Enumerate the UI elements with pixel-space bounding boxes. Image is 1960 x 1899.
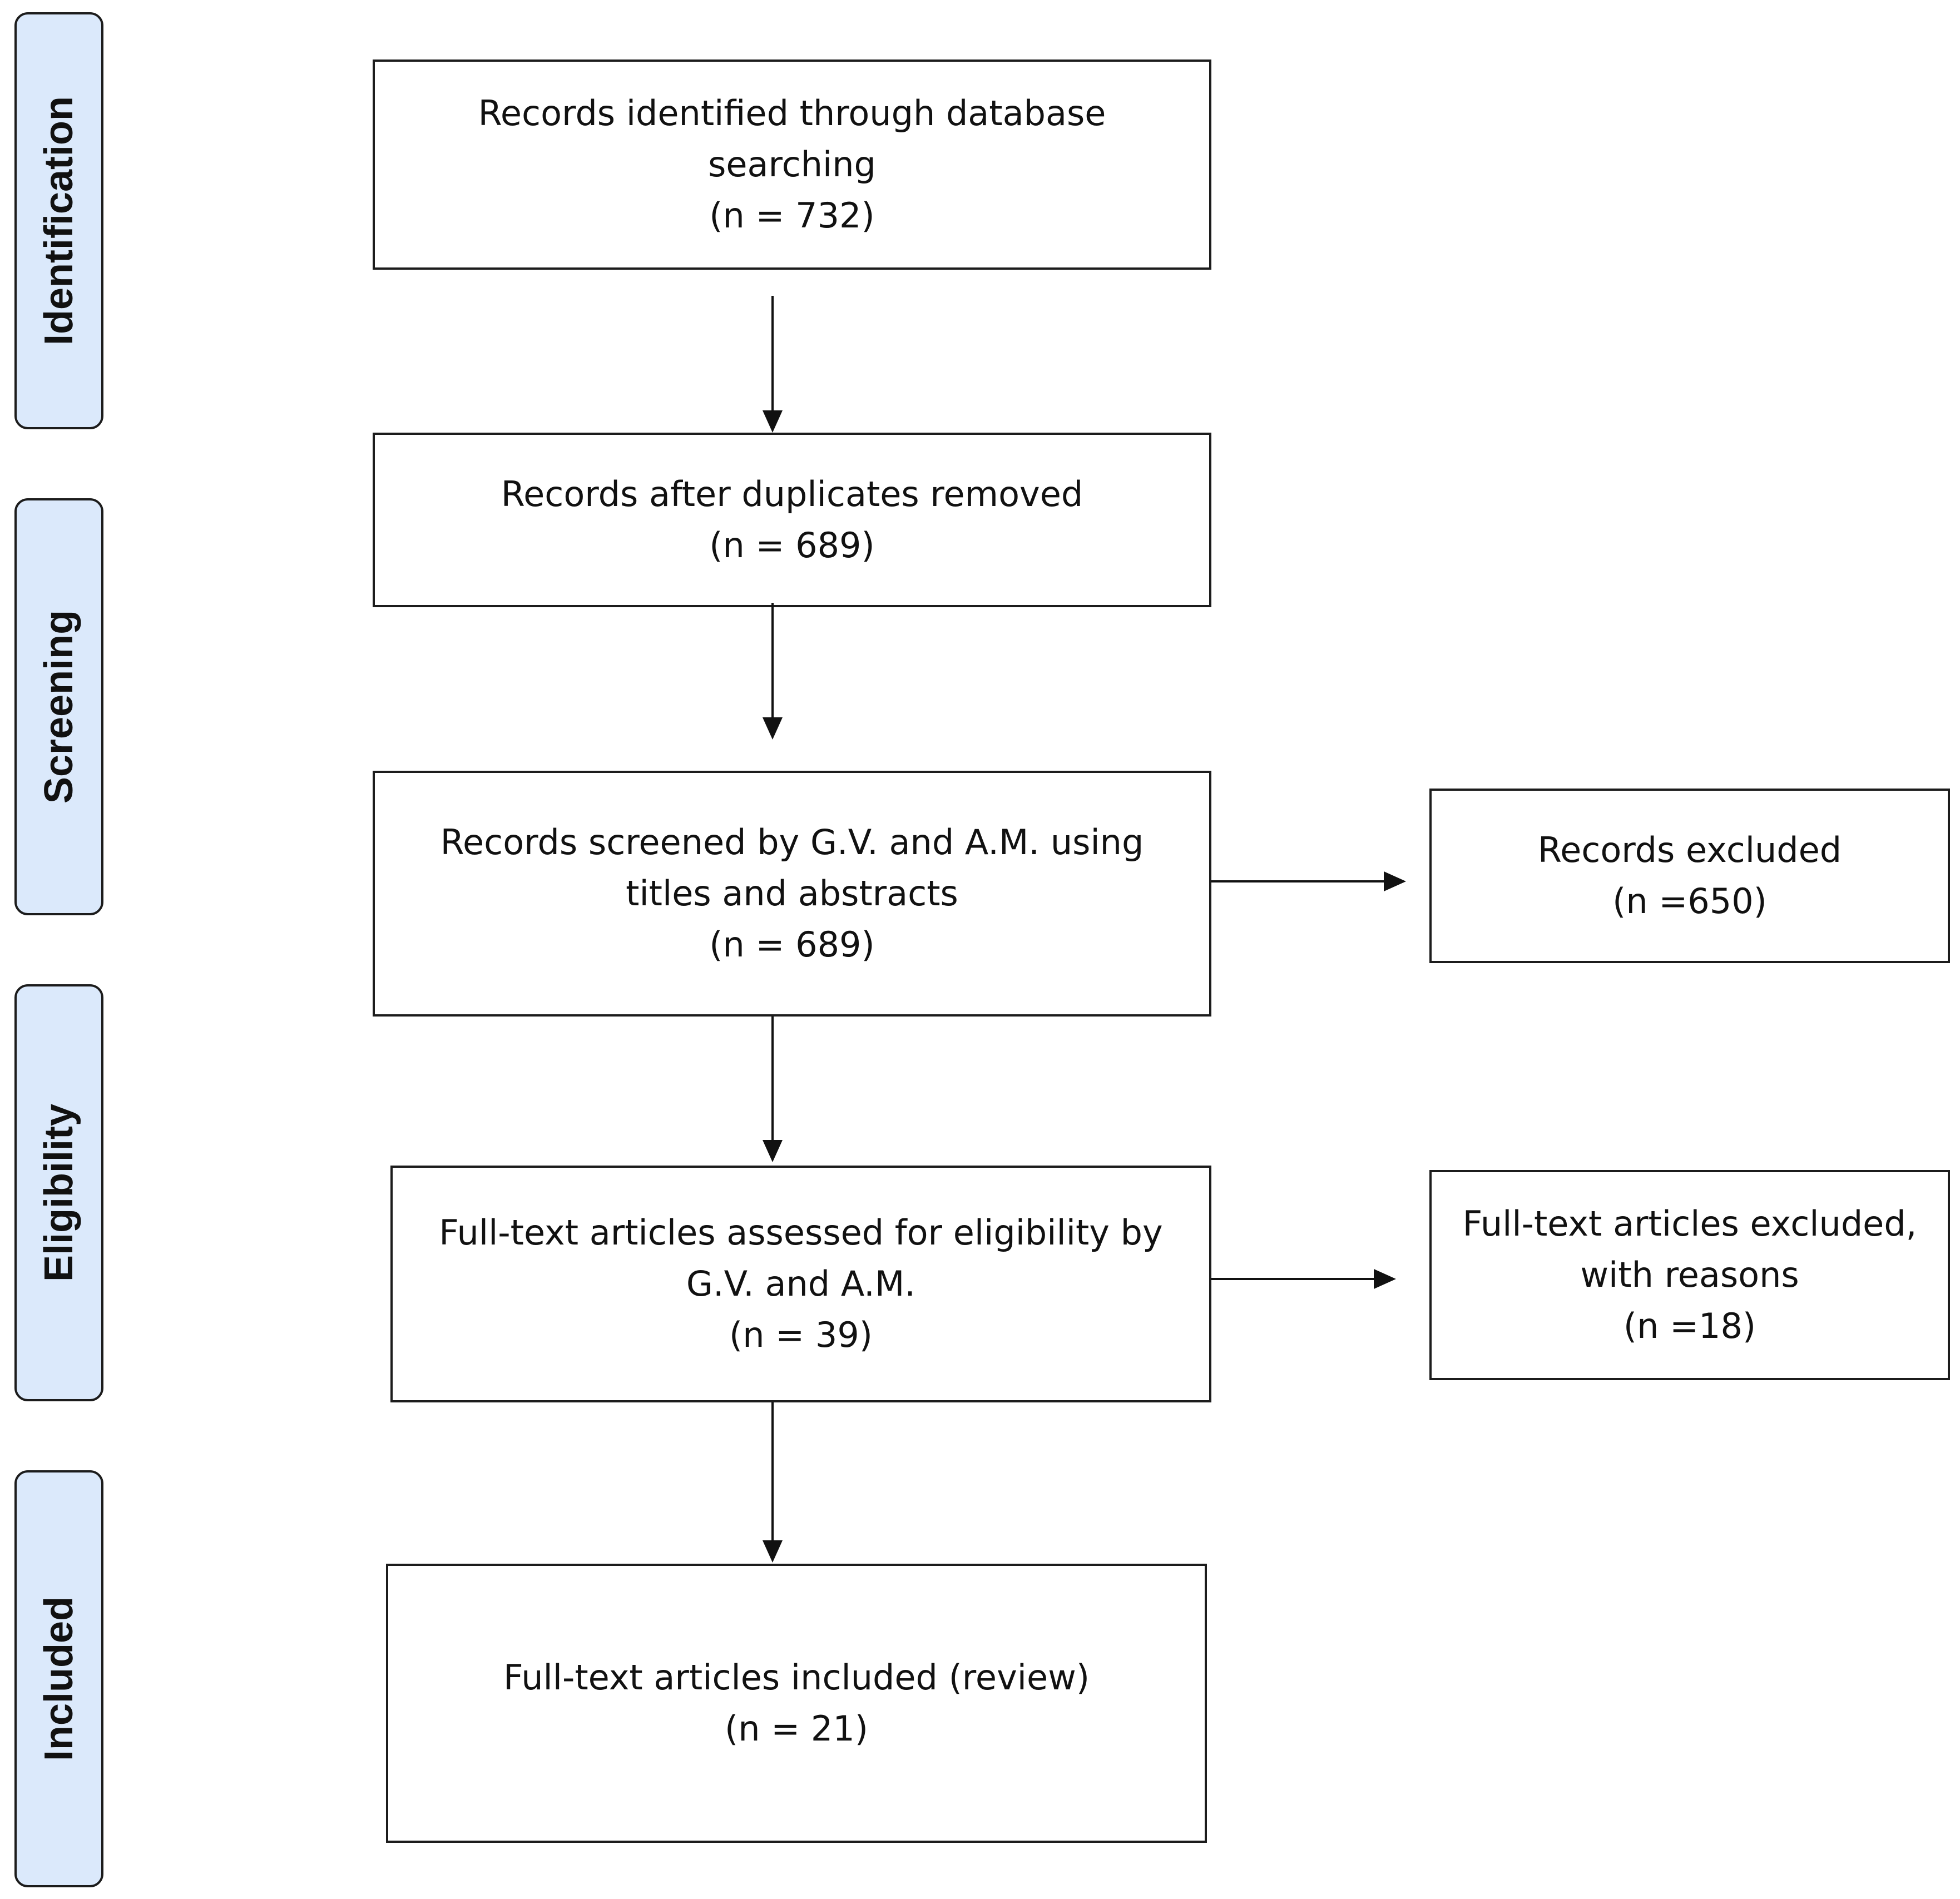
records-identified-box: Records identified through database sear… xyxy=(373,60,1211,270)
records-identified-text: Records identified through database sear… xyxy=(478,93,1106,236)
records-screened-box: Records screened by G.V. and A.M. using … xyxy=(373,771,1211,1017)
stage-identification: Identification xyxy=(14,12,103,429)
arrowhead-records-excluded xyxy=(1384,871,1406,891)
stage-label-screening: Screening xyxy=(37,609,81,804)
arrowhead-fulltext-excluded xyxy=(1374,1269,1396,1289)
records-deduplicated-box: Records after duplicates removed (n = 68… xyxy=(373,433,1211,607)
arrowhead-screened xyxy=(763,717,783,740)
fulltext-excluded-text: Full-text articles excluded, with reason… xyxy=(1462,1203,1917,1346)
fulltext-included-box: Full-text articles included (review) (n … xyxy=(386,1564,1207,1843)
arrowhead-deduplicated xyxy=(763,410,783,433)
records-screened-text: Records screened by G.V. and A.M. using … xyxy=(440,822,1144,965)
arrowhead-assessed xyxy=(763,1140,783,1162)
fulltext-assessed-box: Full-text articles assessed for eligibil… xyxy=(390,1166,1211,1402)
stage-label-identification: Identification xyxy=(37,96,81,345)
records-excluded-text: Records excluded (n =650) xyxy=(1537,830,1842,921)
stage-included: Included xyxy=(14,1470,103,1887)
stage-label-included: Included xyxy=(37,1596,81,1762)
stage-screening: Screening xyxy=(14,498,103,915)
records-excluded-box: Records excluded (n =650) xyxy=(1429,789,1950,963)
records-deduplicated-text: Records after duplicates removed (n = 68… xyxy=(501,474,1083,566)
fulltext-included-text: Full-text articles included (review) (n … xyxy=(503,1657,1090,1749)
stage-eligibility: Eligibility xyxy=(14,984,103,1401)
stage-label-eligibility: Eligibility xyxy=(37,1103,81,1282)
arrowhead-included xyxy=(763,1540,783,1563)
fulltext-excluded-box: Full-text articles excluded, with reason… xyxy=(1429,1170,1950,1380)
fulltext-assessed-text: Full-text articles assessed for eligibil… xyxy=(439,1212,1163,1355)
